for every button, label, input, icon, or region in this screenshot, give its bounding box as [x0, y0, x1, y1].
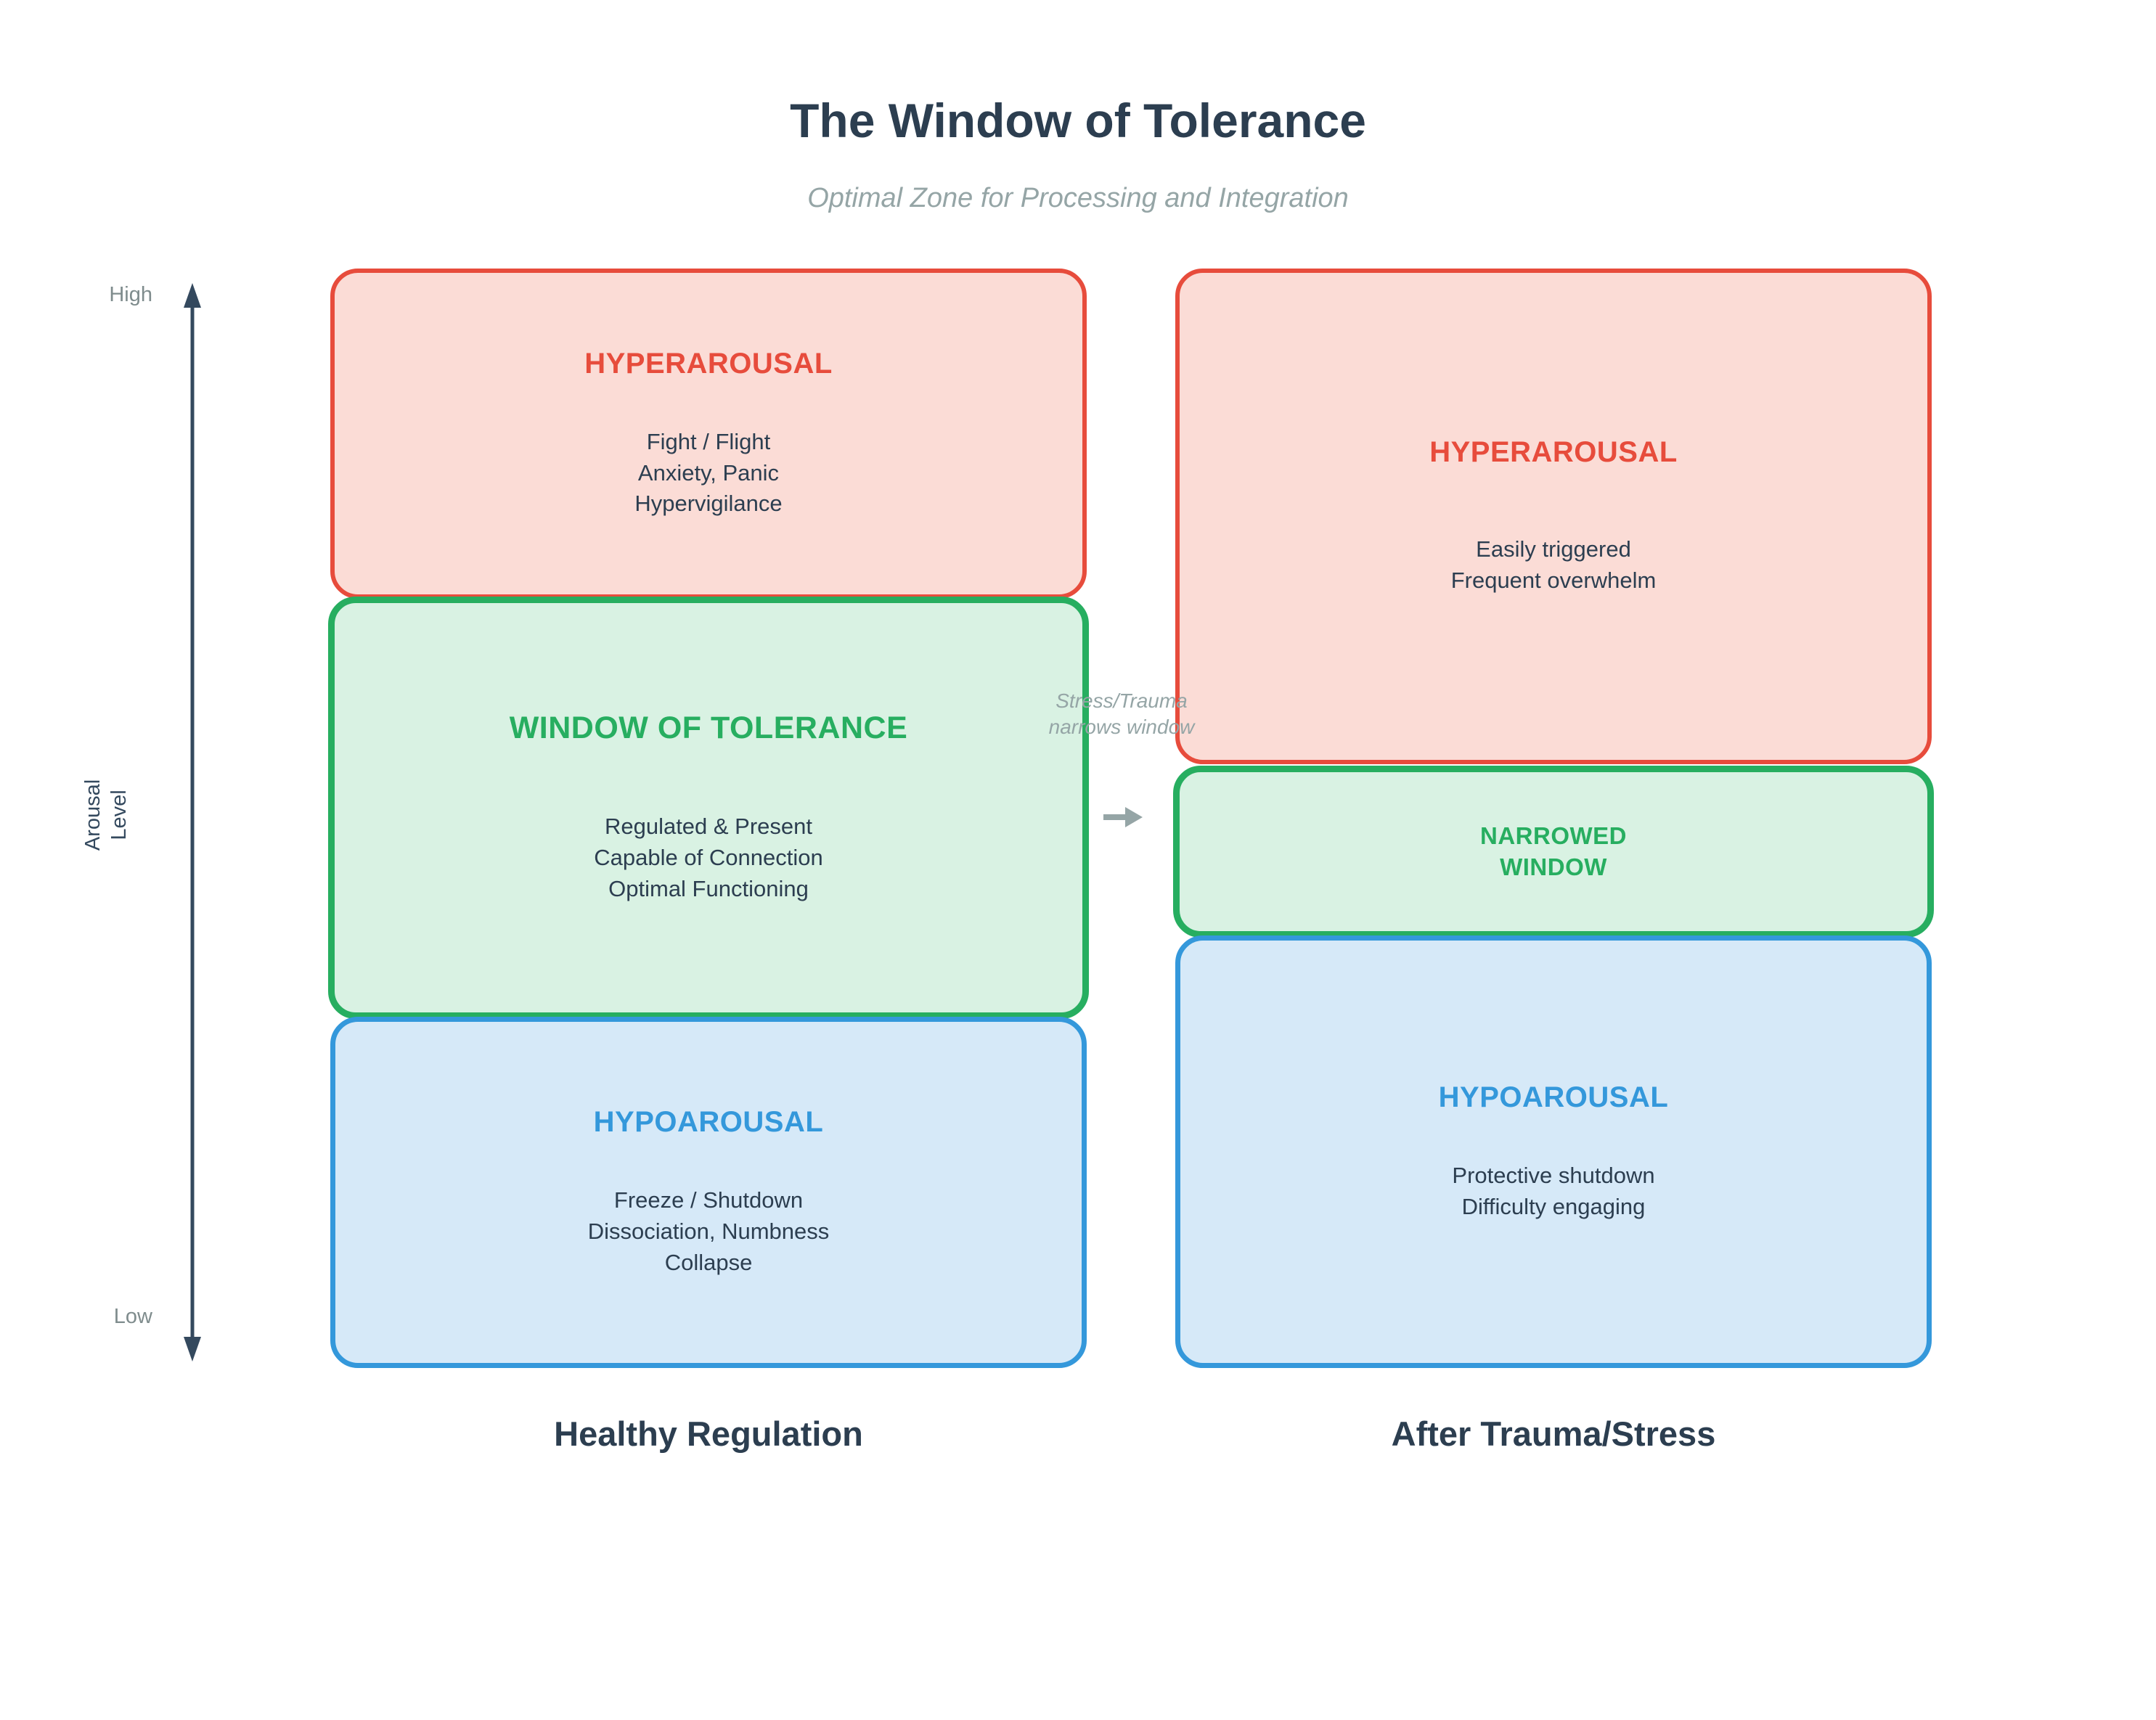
right-column-label: After Trauma/Stress: [1391, 1414, 1716, 1453]
window-of-tolerance-heading: WINDOW OF TOLERANCE: [509, 710, 908, 746]
stress-trauma-annotation: Stress/Trauma narrows window: [1048, 689, 1195, 739]
hyperarousal-heading: HYPERAROUSAL: [1429, 436, 1678, 469]
axis-high-label: High: [109, 283, 152, 306]
description-line: Easily triggered: [1476, 536, 1631, 562]
description-line: Difficulty engaging: [1461, 1193, 1646, 1219]
page-subtitle: Optimal Zone for Processing and Integrat…: [807, 183, 1349, 213]
description-line: Hypervigilance: [634, 491, 783, 517]
arousal-level-axis-label: Arousal Level: [81, 779, 131, 851]
hypoarousal-description: Protective shutdown Difficulty engaging: [1452, 1160, 1654, 1223]
right-hypoarousal-box: HYPOAROUSAL Protective shutdown Difficul…: [1175, 935, 1932, 1368]
description-line: Protective shutdown: [1452, 1162, 1655, 1188]
description-line: Freeze / Shutdown: [613, 1187, 804, 1213]
description-line: Fight / Flight: [646, 428, 771, 454]
left-hypoarousal-box: HYPOAROUSAL Freeze / Shutdown Dissociati…: [330, 1017, 1087, 1368]
description-line: Anxiety, Panic: [637, 459, 780, 486]
right-hyperarousal-box: HYPERAROUSAL Easily triggered Frequent o…: [1175, 269, 1932, 764]
hyperarousal-description: Fight / Flight Anxiety, Panic Hypervigil…: [634, 427, 782, 520]
left-window-of-tolerance-box: WINDOW OF TOLERANCE Regulated & Present …: [328, 597, 1089, 1019]
page-title: The Window of Tolerance: [790, 94, 1366, 147]
right-narrowed-window-box: NARROWED WINDOW: [1173, 766, 1934, 938]
description-line: Optimal Functioning: [608, 875, 809, 901]
window-of-tolerance-description: Regulated & Present Capable of Connectio…: [594, 811, 822, 904]
hypoarousal-heading: HYPOAROUSAL: [593, 1106, 824, 1139]
description-line: Capable of Connection: [594, 845, 823, 871]
arousal-axis-arrow-icon: [174, 274, 211, 1374]
left-column-label: Healthy Regulation: [554, 1414, 863, 1453]
narrowed-window-heading: NARROWED WINDOW: [1480, 822, 1627, 880]
hyperarousal-description: Easily triggered Frequent overwhelm: [1451, 534, 1657, 597]
narrowing-arrow-icon: [1101, 803, 1144, 835]
axis-low-label: Low: [113, 1305, 152, 1328]
description-line: Regulated & Present: [604, 814, 813, 840]
description-line: Frequent overwhelm: [1450, 568, 1657, 593]
hypoarousal-description: Freeze / Shutdown Dissociation, Numbness…: [588, 1185, 830, 1278]
description-line: Collapse: [664, 1249, 753, 1275]
description-line: Dissociation, Numbness: [587, 1219, 830, 1245]
hyperarousal-heading: HYPERAROUSAL: [584, 347, 833, 380]
left-hyperarousal-box: HYPERAROUSAL Fight / Flight Anxiety, Pan…: [330, 269, 1087, 599]
hypoarousal-heading: HYPOAROUSAL: [1438, 1081, 1669, 1113]
